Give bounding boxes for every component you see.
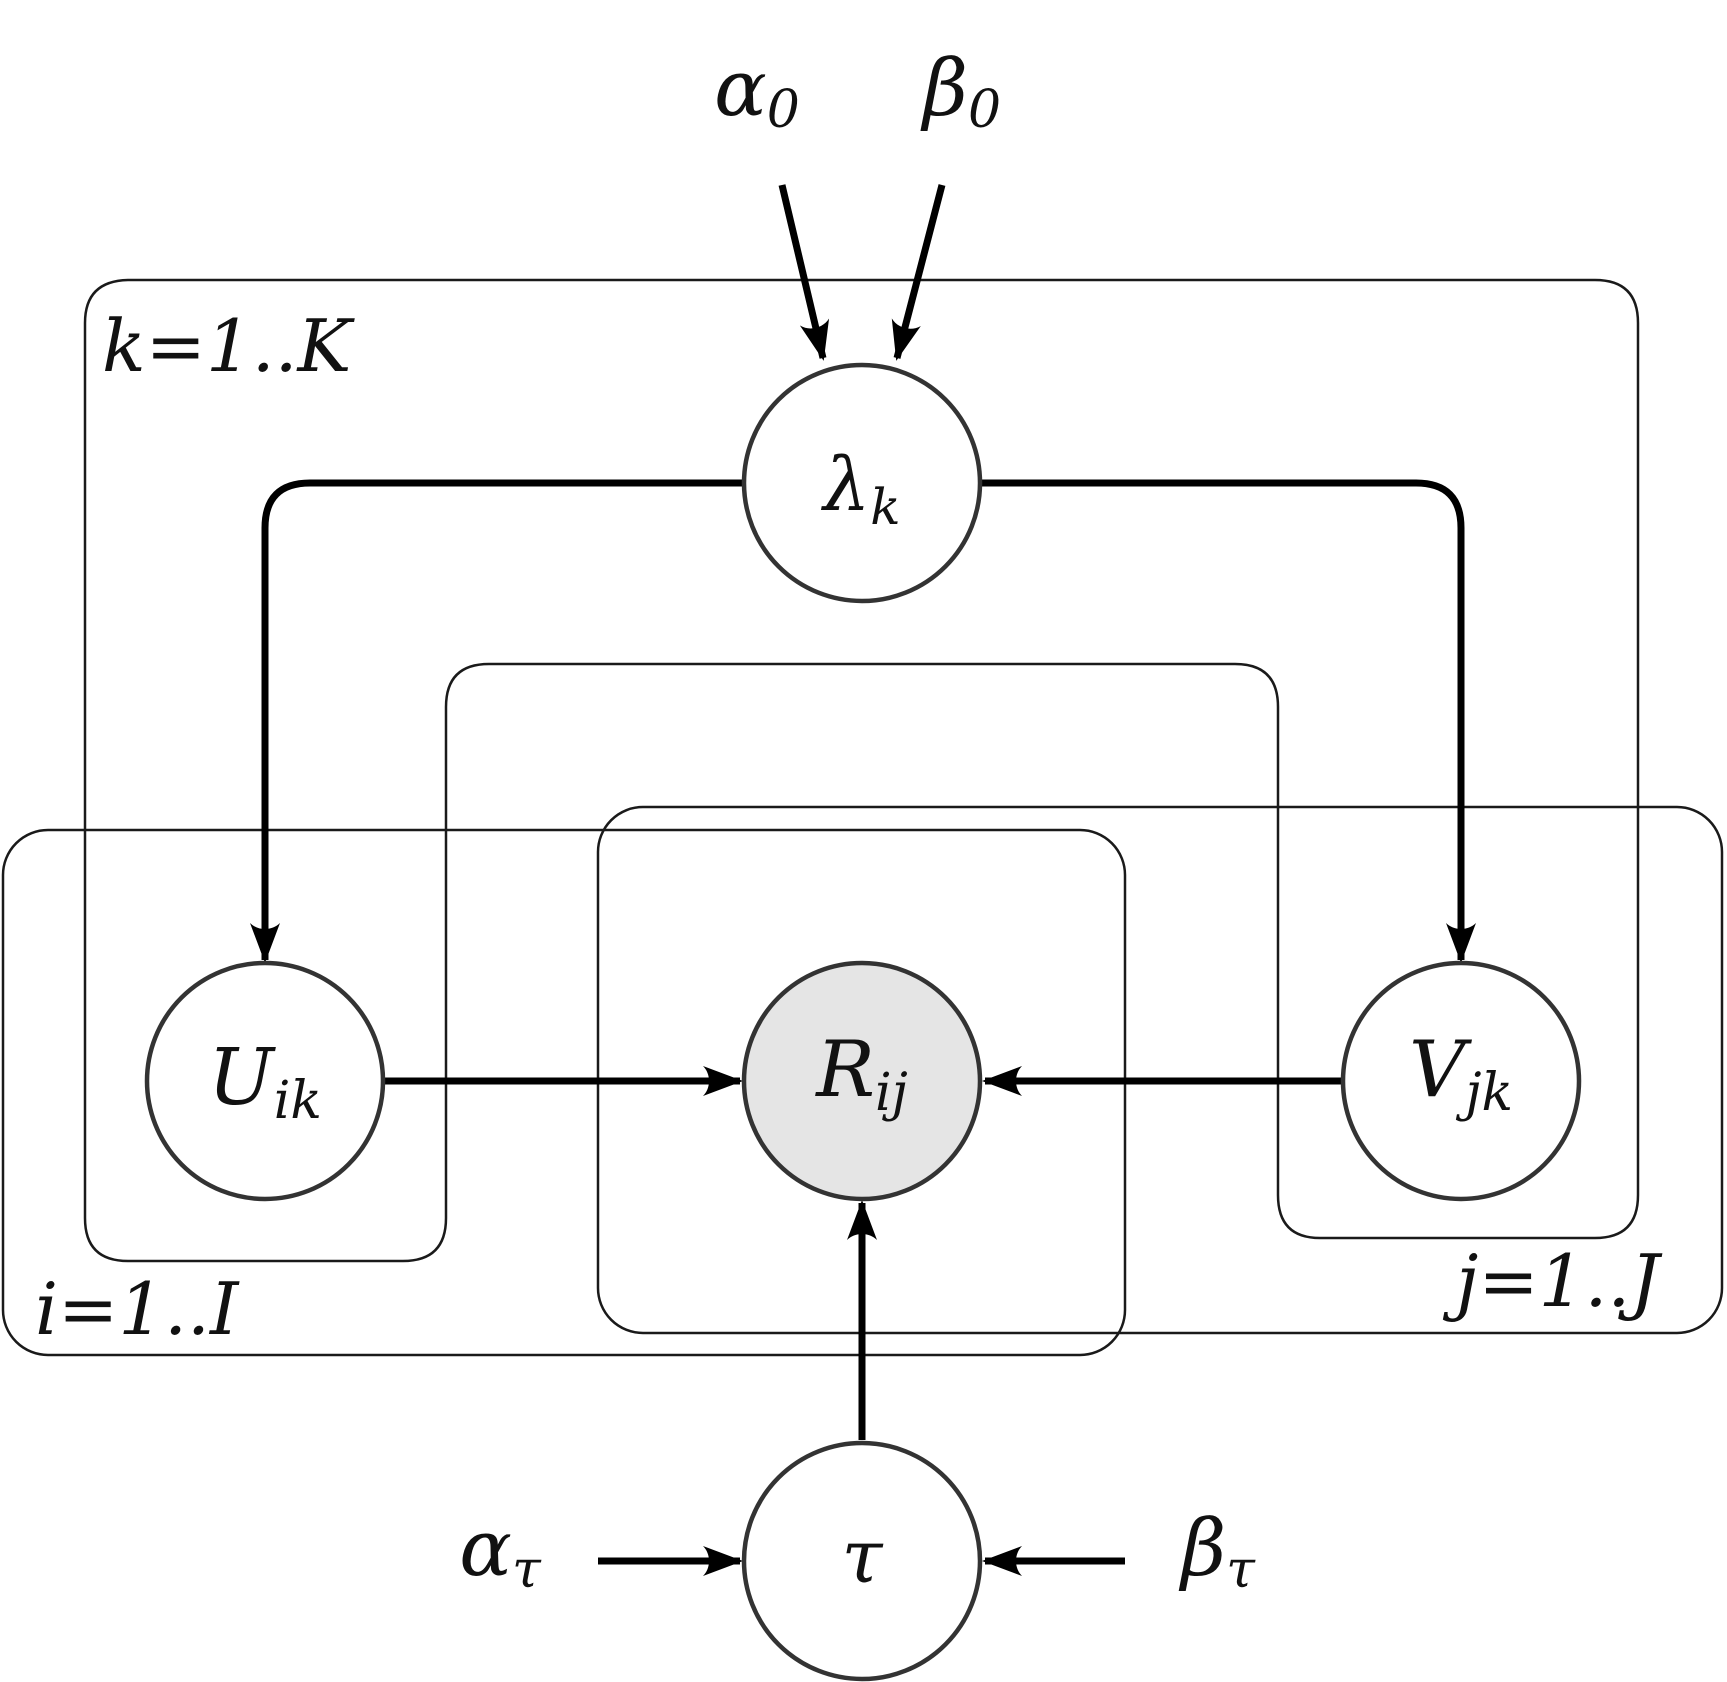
plate-i [1,828,1127,1357]
node-tau-label: τ [842,1514,884,1600]
node-lambda-circle [741,362,983,604]
edges [250,184,1476,1576]
plate-j-label: j=1..J [1442,1239,1663,1323]
node-lambda-label: λk [820,442,900,536]
plate-j [596,805,1724,1335]
node-tau-circle [741,1440,983,1682]
node-lambda: λk [741,362,983,604]
node-R-label: Rij [814,1025,908,1123]
node-V: Vjk [1340,960,1582,1202]
edge-lambda-V [982,479,1476,963]
plate-k [83,278,1640,1263]
node-U-label: Uik [208,1033,322,1131]
hyperparam-beta0: β0 [920,44,1001,140]
hyperparam-alpha0: α0 [714,44,800,140]
plate-k-label: k=1..K [102,304,356,388]
hyperparam-alpha-tau: ατ [459,1504,542,1600]
edge-lambda-U [250,479,742,963]
node-V-circle [1340,960,1582,1202]
hyperparam-beta-tau: βτ [1178,1504,1256,1600]
node-R-circle [741,960,983,1202]
plate-i-label: i=1..I [35,1267,240,1351]
node-R: Rij [741,960,983,1202]
node-V-label: Vjk [1409,1025,1513,1123]
edge-alpha0-lambda [778,184,830,361]
edge-beta0-lambda [891,184,946,361]
node-tau: τ [741,1440,983,1682]
node-U-circle [144,960,386,1202]
node-U: Uik [144,960,386,1202]
